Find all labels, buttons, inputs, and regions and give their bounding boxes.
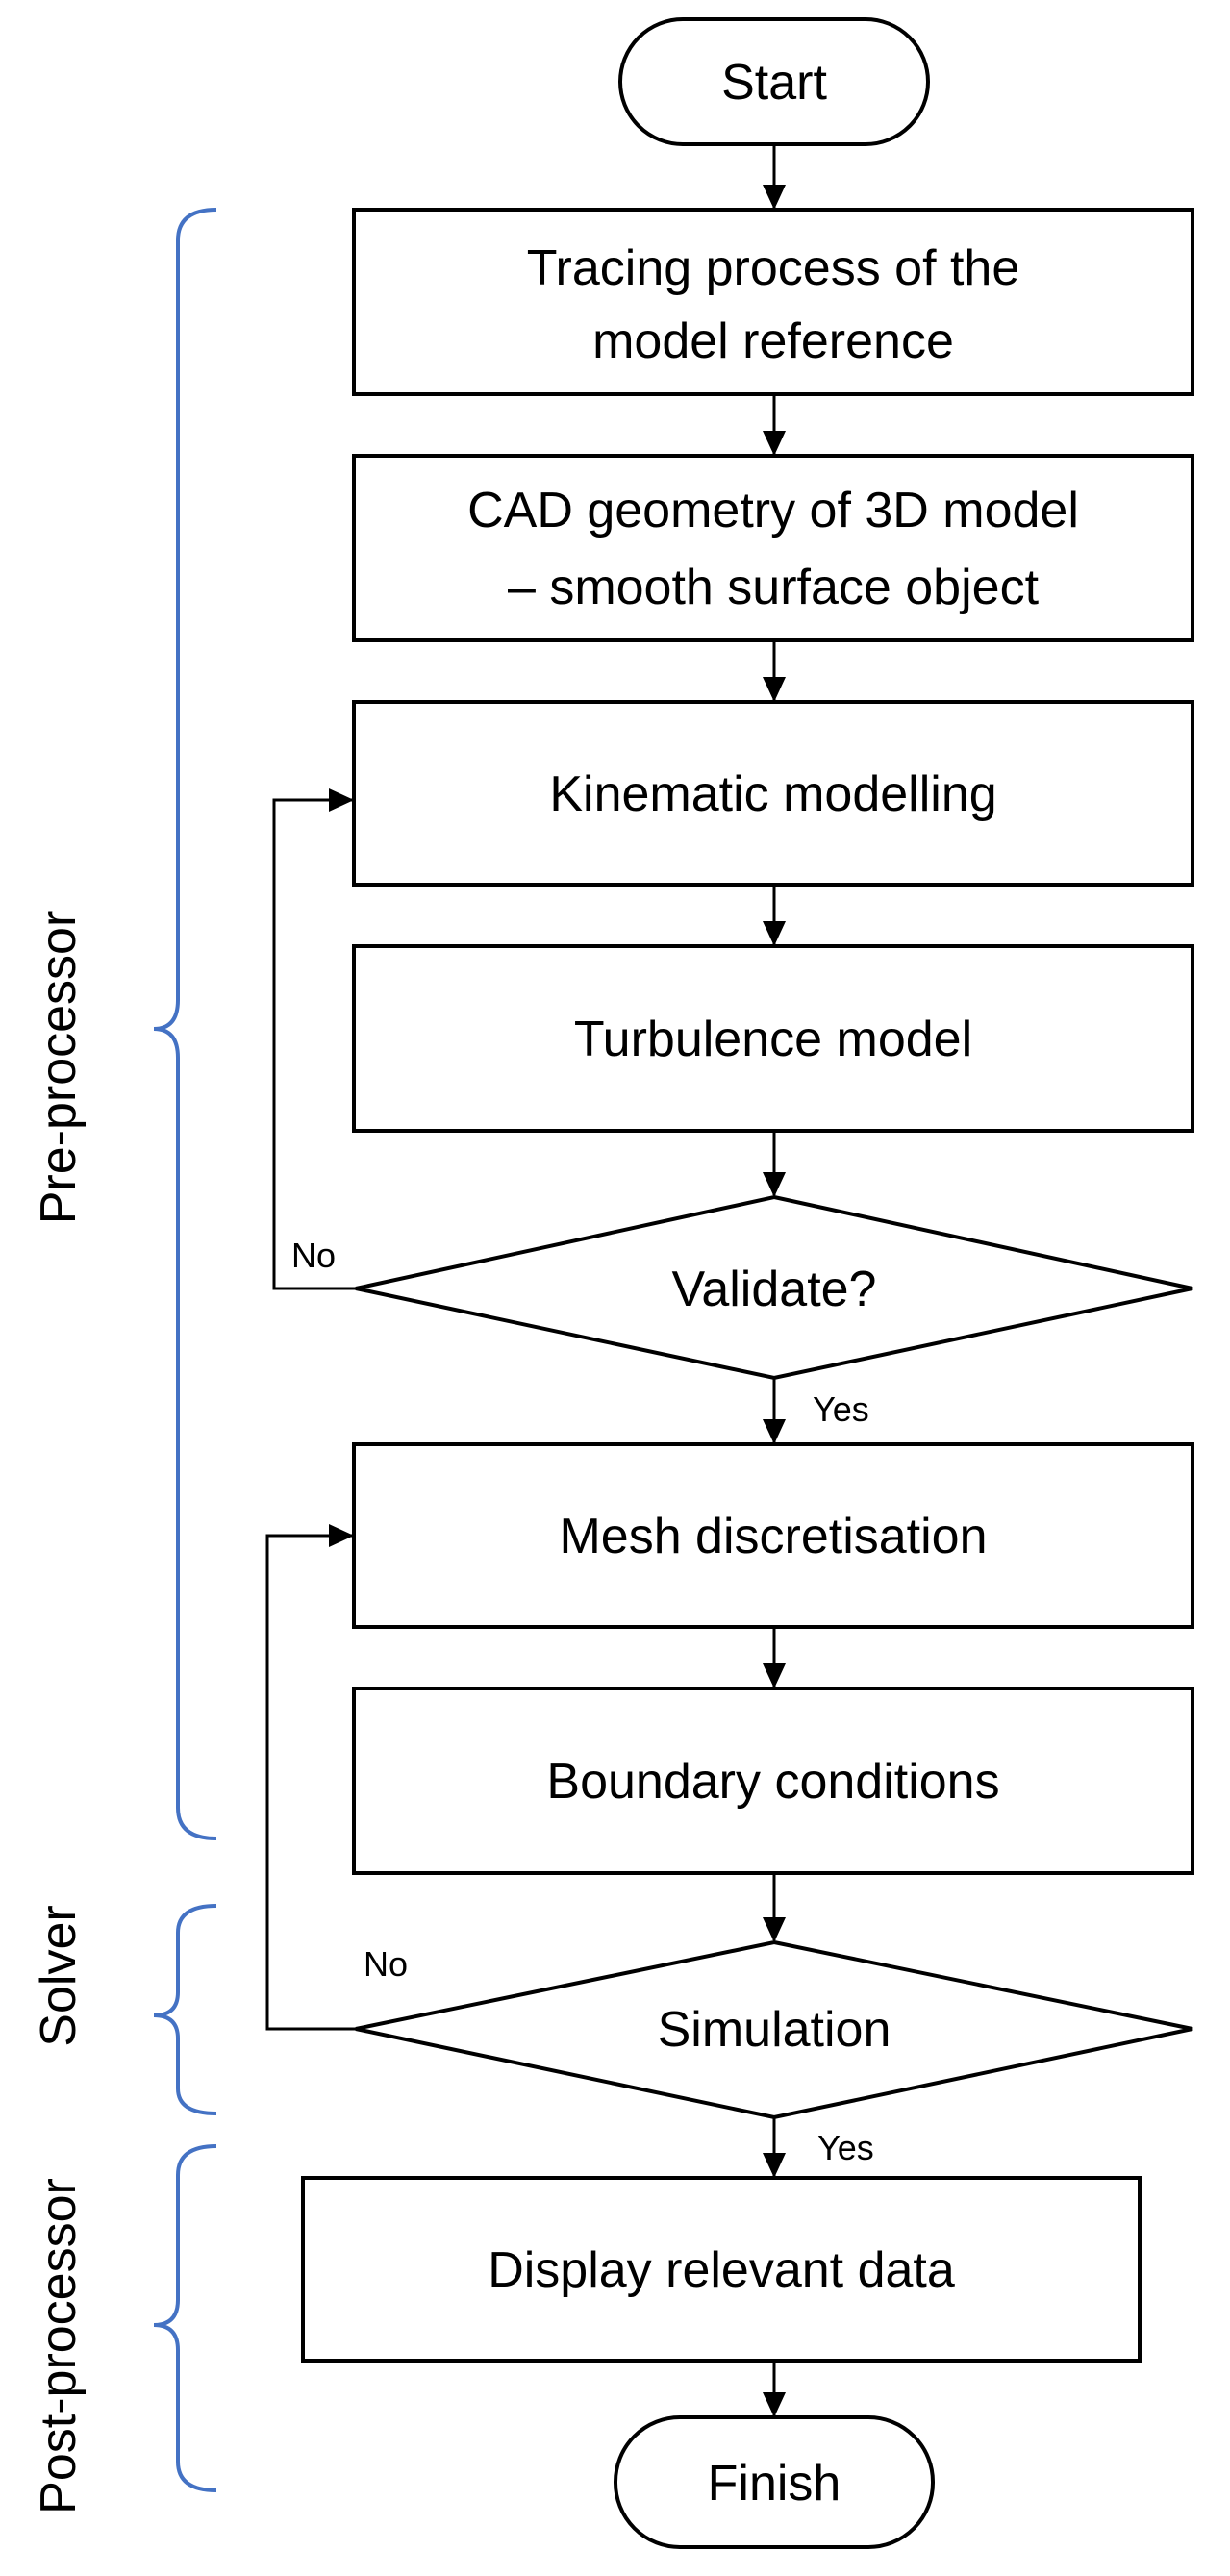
turbulence-label: Turbulence model bbox=[574, 1012, 972, 1067]
pre-processor-brace bbox=[153, 208, 217, 1840]
cad-label-line1: CAD geometry of 3D model bbox=[467, 483, 1079, 538]
solver-label: Solver bbox=[31, 1905, 87, 2046]
start-label: Start bbox=[721, 55, 827, 111]
validate-no-label: No bbox=[291, 1236, 336, 1275]
turbulence-model-box: Turbulence model bbox=[352, 944, 1194, 1133]
mesh-label: Mesh discretisation bbox=[559, 1509, 987, 1564]
start-terminal: Start bbox=[618, 17, 930, 146]
tracing-process-box: Tracing process of the model reference bbox=[352, 208, 1194, 396]
simulation-decision: Simulation bbox=[355, 1939, 1193, 2120]
simulation-no-label: No bbox=[364, 1944, 408, 1984]
boundary-conditions-box: Boundary conditions bbox=[352, 1687, 1194, 1875]
post-processor-label: Post-processor bbox=[31, 2178, 87, 2514]
pre-processor-label: Pre-processor bbox=[31, 911, 87, 1225]
boundary-label: Boundary conditions bbox=[546, 1754, 999, 1810]
simulation-label: Simulation bbox=[658, 2002, 891, 2058]
post-processor-brace bbox=[153, 2144, 217, 2492]
validate-label: Validate? bbox=[672, 1262, 877, 1317]
kinematic-label: Kinematic modelling bbox=[549, 766, 996, 822]
cad-geometry-box: CAD geometry of 3D model – smooth surfac… bbox=[352, 454, 1194, 642]
arrow-simulation-no-loop bbox=[265, 1524, 356, 2031]
simulation-yes-label: Yes bbox=[817, 2128, 874, 2167]
mesh-discretisation-box: Mesh discretisation bbox=[352, 1442, 1194, 1629]
tracing-label-line1: Tracing process of the bbox=[527, 240, 1020, 296]
kinematic-modelling-box: Kinematic modelling bbox=[352, 700, 1194, 887]
solver-brace bbox=[153, 1904, 217, 2115]
finish-label: Finish bbox=[708, 2456, 841, 2512]
display-label: Display relevant data bbox=[488, 2242, 955, 2298]
display-data-box: Display relevant data bbox=[301, 2176, 1142, 2363]
finish-terminal: Finish bbox=[614, 2415, 935, 2549]
validate-yes-label: Yes bbox=[813, 1389, 869, 1429]
cad-label-line2: – smooth surface object bbox=[508, 560, 1040, 615]
validate-decision: Validate? bbox=[355, 1194, 1193, 1381]
tracing-label-line2: model reference bbox=[592, 313, 954, 369]
arrow-validate-no-loop bbox=[272, 788, 356, 1290]
